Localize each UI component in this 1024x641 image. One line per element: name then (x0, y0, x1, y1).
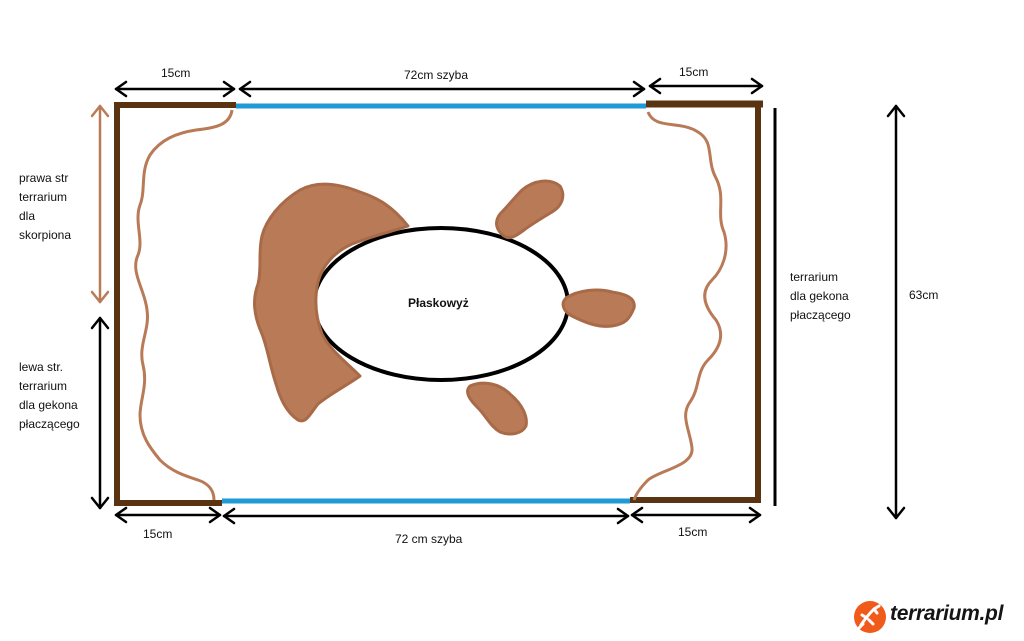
dimension-arrows (90, 77, 906, 525)
top-left-width-label: 15cm (161, 66, 191, 80)
bottom-right-width-label: 15cm (678, 525, 708, 539)
upper-note-line: skorpiona (19, 228, 72, 242)
right-note-line: dla gekona (790, 289, 849, 303)
upper-note-line: terrarium (19, 190, 68, 204)
right-decor-outline (632, 111, 728, 501)
right-side-note: terrarium dla gekona płaczącego (790, 268, 890, 325)
plateau-label: Płaskowyż (408, 296, 469, 310)
lower-side-note: lewa str. terrarium dla gekona płacząceg… (19, 358, 119, 434)
bottom-rock-decor (466, 381, 528, 436)
top-right-rock-decor (495, 179, 565, 240)
bottom-left-width-label: 15cm (143, 527, 173, 541)
right-rock-decor (561, 288, 636, 328)
lower-note-line: terrarium (19, 379, 68, 393)
upper-note-line: prawa str (19, 171, 69, 185)
lower-note-line: lewa str. (19, 360, 64, 374)
left-decor-outline (134, 109, 234, 501)
upper-note-line: dla (19, 209, 36, 223)
right-note-line: terrarium (790, 270, 839, 284)
gecko-logo-icon (854, 601, 886, 633)
lower-note-line: dla gekona (19, 398, 78, 412)
left-rock-decor (253, 182, 410, 423)
bottom-glass-label: 72 cm szyba (395, 532, 463, 546)
right-note-line: płaczącego (790, 308, 851, 322)
terrarium-logo[interactable]: terrarium.pl (852, 598, 1022, 638)
upper-side-note: prawa str terrarium dla skorpiona (19, 169, 119, 245)
lower-note-line: płaczącego (19, 417, 80, 431)
upper-side-arrow (90, 104, 110, 304)
top-glass-label: 72cm szyba (404, 68, 469, 82)
logo-text: terrarium.pl (890, 602, 1004, 625)
top-right-width-label: 15cm (679, 65, 709, 79)
depth-label: 63cm (909, 288, 939, 302)
